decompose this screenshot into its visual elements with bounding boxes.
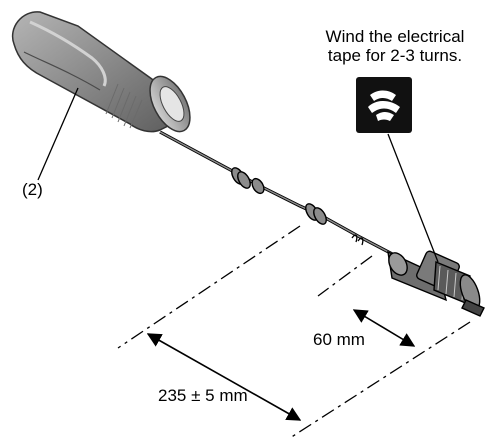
callout-leader [37,87,79,181]
dimension-arrow-short [352,309,416,347]
cable-break-mark [351,234,364,246]
cable-clamp-1 [231,167,251,189]
electrical-tape-wrap-icon [356,77,412,133]
cable-clamp-3 [305,203,327,225]
connector-assembly [387,250,485,317]
tape-leader [387,133,439,263]
tape-instruction-note: Wind the electrical tape for 2-3 turns. [306,27,484,65]
tape-instruction-line-2: tape for 2-3 turns. [327,46,463,65]
extension-lines [117,225,471,439]
cable [159,130,401,260]
dimension-label-short: 60 mm [313,330,365,349]
dimension-label-long: 235 ± 5 mm [158,386,248,405]
dimension-arrow-long [146,333,302,421]
tape-instruction-line-1: Wind the electrical [325,27,465,46]
callout-label-2: (2) [22,180,43,199]
cable-clamp-2 [251,177,265,195]
grip-heater [11,11,191,133]
